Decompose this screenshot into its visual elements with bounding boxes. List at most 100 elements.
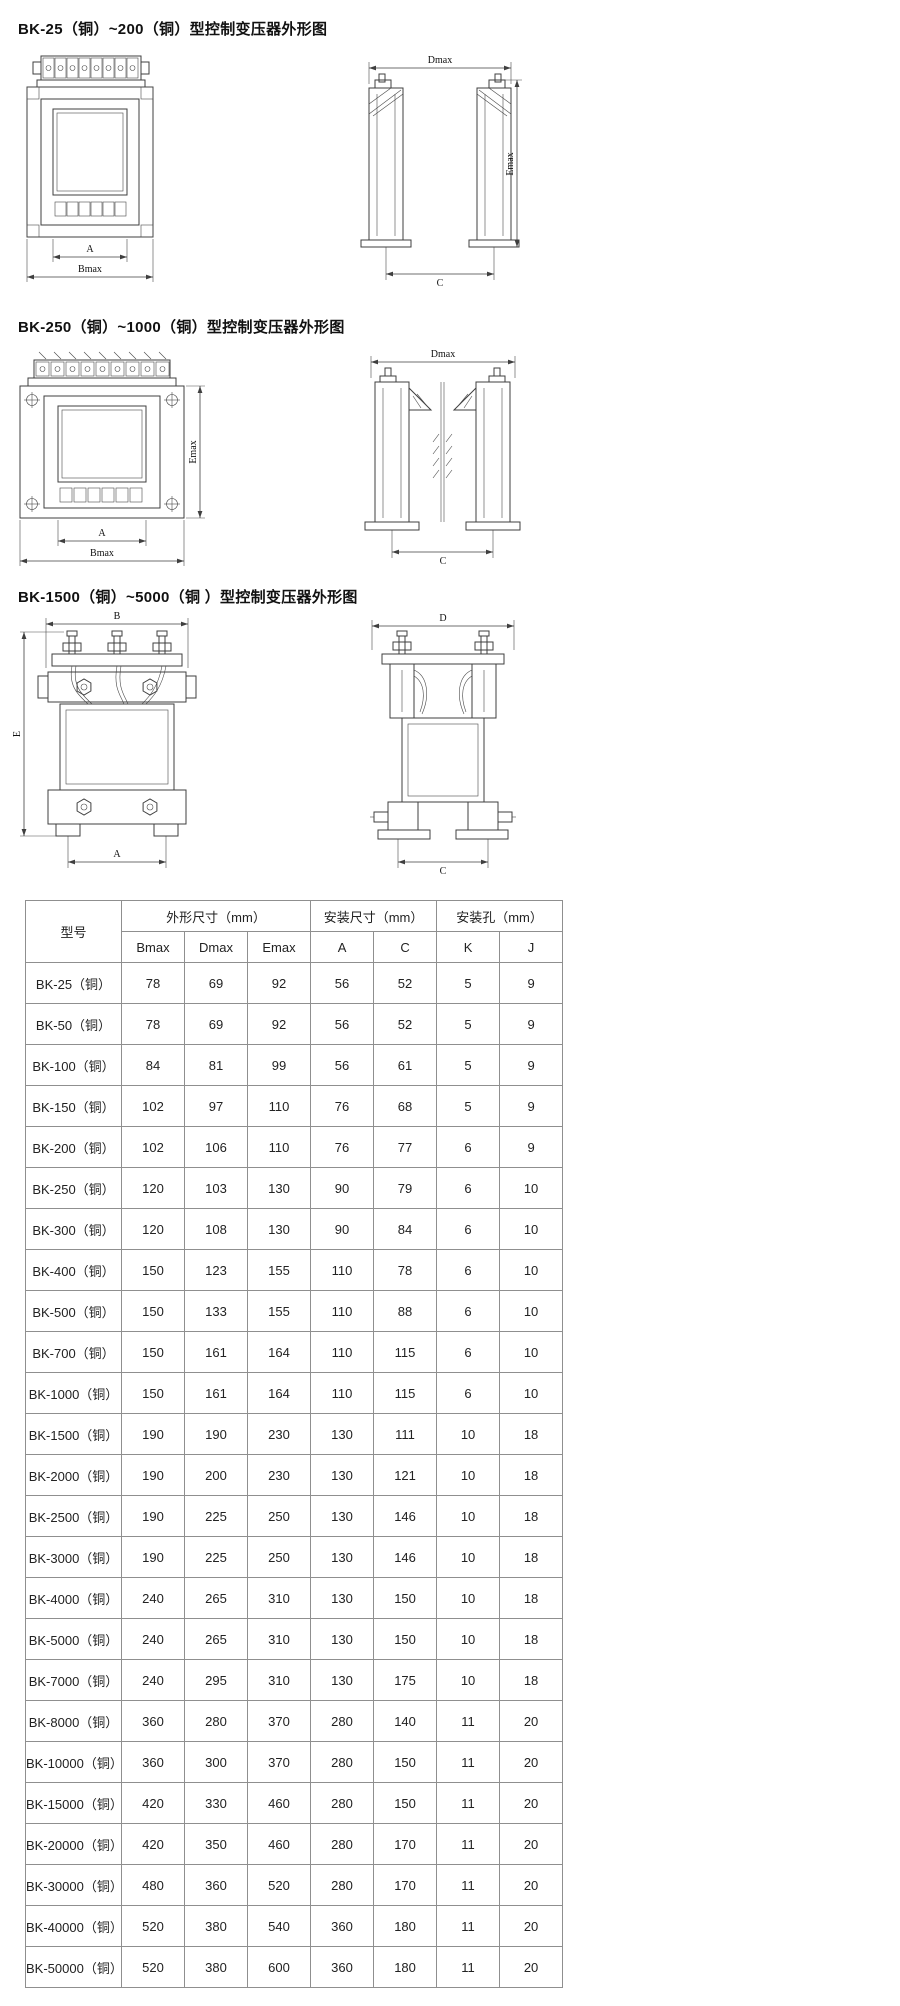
- dim-label: Bmax: [78, 264, 102, 275]
- value-cell: 79: [373, 1167, 438, 1209]
- value-cell: 110: [310, 1290, 375, 1332]
- dim-emax: Emax: [505, 80, 520, 247]
- center-core: [432, 382, 453, 522]
- value-cell: 330: [184, 1782, 248, 1824]
- value-cell: 180: [373, 1946, 438, 1988]
- value-cell: 52: [373, 1003, 438, 1045]
- value-cell: 380: [184, 1905, 248, 1947]
- section1-side-view: Dmax Emax C: [355, 50, 525, 290]
- value-cell: 250: [246, 1536, 312, 1578]
- value-cell: 190: [121, 1454, 185, 1496]
- value-cell: 170: [373, 1864, 438, 1906]
- value-cell: 10: [499, 1372, 564, 1414]
- value-cell: 18: [499, 1413, 564, 1455]
- value-cell: 10: [436, 1577, 501, 1619]
- value-cell: 5: [436, 1044, 501, 1086]
- value-cell: 295: [184, 1659, 248, 1701]
- dim-label: C: [440, 866, 447, 877]
- dim-e: E: [12, 632, 27, 836]
- dim-dmax: Dmax: [369, 55, 511, 71]
- top-clamp: [37, 671, 197, 703]
- value-cell: 130: [310, 1536, 375, 1578]
- value-cell: 6: [436, 1290, 501, 1332]
- section3-heading: BK-1500（铜）~5000（铜 ）型控制变压器外形图: [18, 589, 358, 606]
- value-cell: 92: [246, 962, 312, 1004]
- extension-lines: [19, 385, 205, 566]
- value-cell: 9: [499, 1003, 564, 1045]
- value-cell: 460: [246, 1823, 312, 1865]
- header-col-dmax: Dmax: [184, 931, 248, 963]
- extension-lines: [371, 620, 515, 868]
- bk1500-front-drawing: B E A: [12, 611, 197, 868]
- value-cell: 130: [310, 1577, 375, 1619]
- value-cell: 84: [373, 1208, 438, 1250]
- value-cell: 20: [499, 1823, 564, 1865]
- value-cell: 5: [436, 1003, 501, 1045]
- value-cell: 280: [310, 1823, 375, 1865]
- value-cell: 350: [184, 1823, 248, 1865]
- dim-label: B: [114, 611, 121, 622]
- base-feet: [370, 801, 516, 840]
- value-cell: 155: [246, 1290, 312, 1332]
- value-cell: 61: [373, 1044, 438, 1086]
- transformer-body: [19, 385, 185, 519]
- header-holes-group: 安装孔（mm）: [436, 900, 564, 932]
- header-mounting-group: 安装尺寸（mm）: [310, 900, 438, 932]
- value-cell: 370: [246, 1741, 312, 1783]
- value-cell: 10: [499, 1290, 564, 1332]
- section2-front-view: Emax A Bmax: [12, 344, 212, 572]
- dim-a: A: [68, 849, 166, 865]
- section3-side-view: D C: [358, 612, 528, 880]
- header-col-k: K: [436, 931, 501, 963]
- value-cell: 110: [310, 1331, 375, 1373]
- value-cell: 110: [310, 1249, 375, 1291]
- model-cell: BK-200（铜）: [25, 1126, 122, 1168]
- value-cell: 88: [373, 1290, 438, 1332]
- dim-d: D: [372, 613, 514, 629]
- dim-b: B: [46, 611, 188, 627]
- value-cell: 130: [310, 1454, 375, 1496]
- value-cell: 20: [499, 1946, 564, 1988]
- value-cell: 130: [310, 1618, 375, 1660]
- value-cell: 130: [246, 1208, 312, 1250]
- model-cell: BK-10000（铜）: [25, 1741, 123, 1783]
- model-cell: BK-7000（铜）: [25, 1659, 122, 1701]
- section2-heading: BK-250（铜）~1000（铜）型控制变压器外形图: [18, 319, 345, 336]
- dim-bmax: Bmax: [27, 264, 153, 280]
- value-cell: 11: [436, 1700, 501, 1742]
- value-cell: 190: [121, 1413, 185, 1455]
- section2-side-view: Dmax C: [355, 346, 530, 568]
- value-cell: 103: [184, 1167, 248, 1209]
- header-col-emax: Emax: [246, 931, 312, 963]
- value-cell: 6: [436, 1372, 501, 1414]
- value-cell: 77: [373, 1126, 438, 1168]
- value-cell: 265: [184, 1577, 248, 1619]
- value-cell: 520: [121, 1946, 185, 1988]
- section1-heading: BK-25（铜）~200（铜）型控制变压器外形图: [18, 21, 328, 38]
- value-cell: 460: [246, 1782, 312, 1824]
- value-cell: 520: [246, 1864, 312, 1906]
- value-cell: 360: [310, 1946, 375, 1988]
- value-cell: 121: [373, 1454, 438, 1496]
- dim-bmax: Bmax: [20, 548, 184, 564]
- right-coil-column: [452, 367, 521, 531]
- value-cell: 133: [184, 1290, 248, 1332]
- value-cell: 9: [499, 1126, 564, 1168]
- value-cell: 230: [246, 1454, 312, 1496]
- value-cell: 5: [436, 1085, 501, 1127]
- value-cell: 18: [499, 1454, 564, 1496]
- value-cell: 150: [373, 1782, 438, 1824]
- dim-label: Dmax: [431, 349, 455, 360]
- value-cell: 420: [121, 1782, 185, 1824]
